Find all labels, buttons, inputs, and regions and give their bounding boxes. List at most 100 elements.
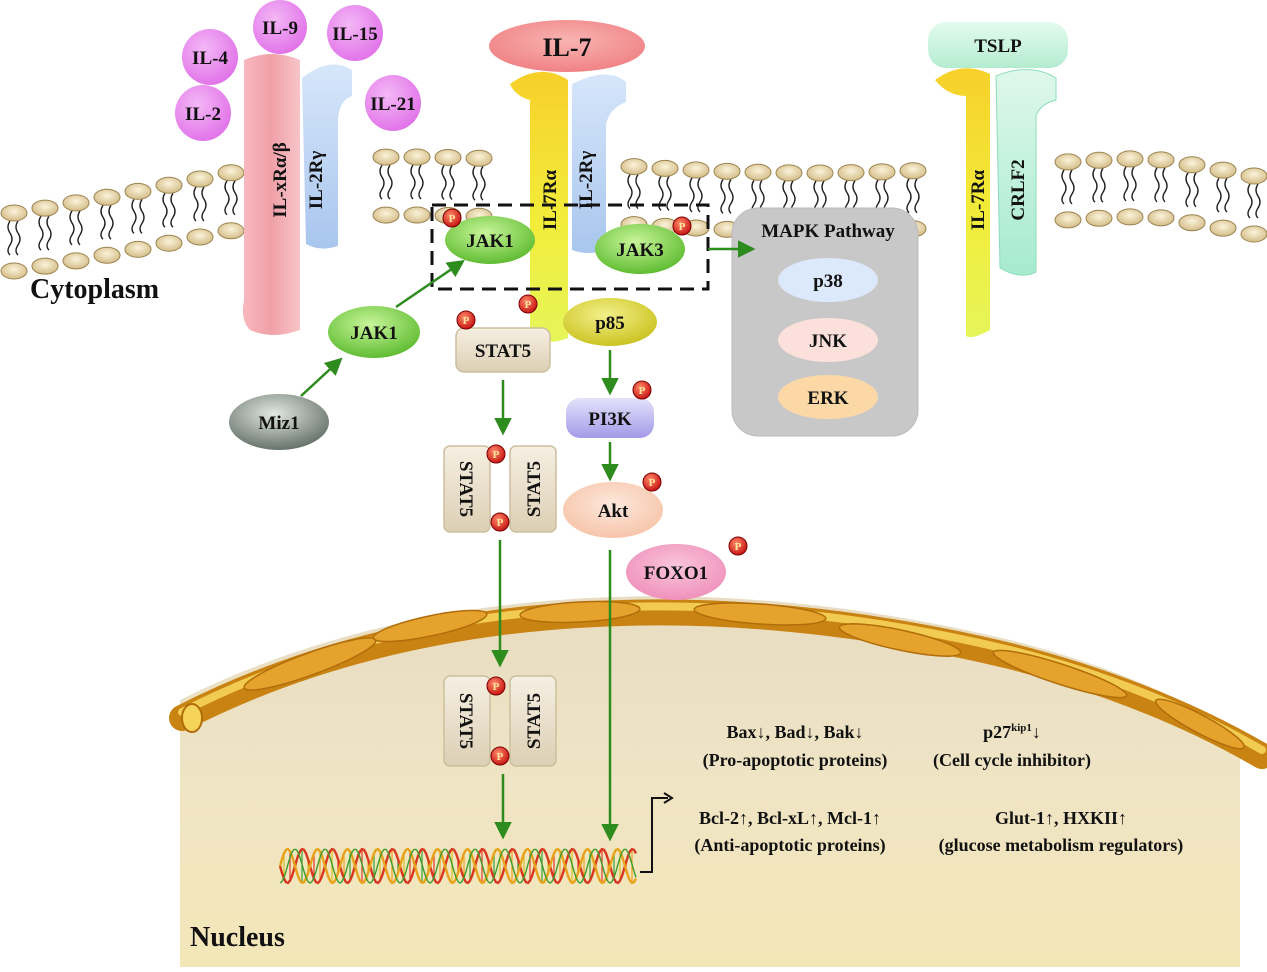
phospho-badges: P P P P P P P P P P P	[442, 208, 748, 766]
p27-arrow: ↓	[1032, 722, 1041, 742]
glucose-targets: Glut-1↑, HXKII↑ (glucose metabolism regu…	[939, 808, 1184, 856]
receptor-label-il2-rgamma-center: IL-2Rγ	[576, 151, 597, 210]
lipid-unit	[1054, 153, 1082, 229]
mapk-p38-label: p38	[813, 271, 843, 292]
p27-base: p27	[983, 722, 1011, 742]
phospho-label: P	[649, 477, 656, 489]
mapk-jnk-label: JNK	[809, 331, 847, 352]
cytokine-il4: IL-4	[182, 29, 238, 85]
jak3-complex-label: JAK3	[616, 240, 664, 261]
lipid-unit	[1209, 161, 1237, 237]
p27-gene: p27kip1↓	[983, 722, 1041, 742]
phospho-label: P	[639, 385, 646, 397]
cytokine-label-tslp: TSLP	[974, 36, 1022, 57]
lipid-unit	[31, 199, 59, 275]
anti-apoptotic-genes: Bcl-2↑, Bcl-xL↑, Mcl-1↑	[699, 808, 881, 828]
nucleus-region	[169, 596, 1267, 967]
cytokine-tslp: TSLP	[928, 22, 1068, 68]
stat5-dimer-nuc-left-label: STAT5	[455, 693, 476, 749]
akt-label: Akt	[598, 501, 629, 522]
p85-label: p85	[595, 313, 625, 334]
lipid-unit	[1147, 151, 1175, 227]
lipid-unit	[403, 148, 431, 224]
mapk-erk-label: ERK	[807, 388, 848, 409]
lipid-unit	[124, 182, 152, 258]
cytokine-label-il9: IL-9	[262, 18, 298, 39]
lipid-unit	[1240, 167, 1267, 243]
receptor-il2-rgamma-left: IL-2Rγ	[302, 64, 352, 249]
cytokine-label-il4: IL-4	[192, 48, 228, 69]
lipid-unit	[62, 194, 90, 270]
transcription-arrow	[640, 792, 674, 873]
stat5-dimer-nucleus: STAT5 STAT5	[443, 675, 557, 767]
receptor-label-il7-ralpha-right: IL-7Rα	[968, 170, 989, 231]
anti-apoptotic-targets: Bcl-2↑, Bcl-xL↑, Mcl-1↑ (Anti-apoptotic …	[694, 808, 885, 856]
p85: p85	[563, 298, 657, 346]
phospho-label: P	[525, 299, 532, 311]
lipid-unit	[1178, 156, 1206, 232]
cytokine-label-il7: IL-7	[542, 33, 591, 62]
receptor-crlf2: CRLF2	[995, 68, 1057, 276]
akt: Akt	[563, 482, 663, 538]
pro-apoptotic-targets: Bax↓, Bad↓, Bak↓ (Pro-apoptotic proteins…	[703, 722, 888, 771]
signal-arrows	[300, 240, 756, 842]
phospho-badge: P	[672, 216, 692, 236]
lipid-unit	[93, 188, 121, 264]
pi3k: PI3K	[566, 398, 654, 438]
mapk-erk: ERK	[778, 375, 878, 419]
jak1-complex: JAK1	[445, 216, 535, 264]
pi3k-label: PI3K	[588, 409, 632, 430]
cytokine-label-il21: IL-21	[370, 94, 415, 115]
phospho-badge: P	[486, 676, 506, 696]
foxo1-label: FOXO1	[644, 563, 708, 584]
mapk-p38: p38	[778, 258, 878, 302]
cytokine-label-il15: IL-15	[332, 24, 377, 45]
lipid-unit	[155, 176, 183, 252]
pro-apoptotic-desc: (Pro-apoptotic proteins)	[703, 750, 888, 771]
receptor-il7-ralpha-right: IL-7Rα	[935, 68, 990, 338]
phospho-label: P	[449, 213, 456, 225]
phospho-label: P	[679, 221, 686, 233]
receptor-label-crlf2: CRLF2	[1008, 159, 1029, 220]
foxo1: FOXO1	[626, 544, 726, 600]
receptor-label-il7-ralpha-center: IL-7Rα	[540, 170, 561, 231]
cell-cycle-targets: p27kip1↓ (Cell cycle inhibitor)	[933, 722, 1091, 771]
lipid-unit	[186, 170, 214, 246]
cytokine-il2: IL-2	[175, 85, 231, 141]
phospho-badge: P	[456, 310, 476, 330]
nucleus-label: Nucleus	[190, 922, 285, 953]
phospho-label: P	[493, 681, 500, 693]
phospho-badge: P	[728, 536, 748, 556]
phospho-label: P	[463, 315, 470, 327]
pro-apoptotic-genes: Bax↓, Bad↓, Bak↓	[726, 722, 863, 742]
phospho-badge: P	[632, 380, 652, 400]
receptor-complex-box	[430, 203, 710, 291]
dna-strand-c	[279, 848, 637, 884]
jak1-free: JAK1	[328, 306, 420, 358]
jak1-free-label: JAK1	[350, 323, 398, 344]
receptor-il-x-ralpha-beta: IL-xRα/β	[242, 54, 300, 335]
cell-cycle-desc: (Cell cycle inhibitor)	[933, 750, 1091, 771]
receptor-il7-ralpha-center: IL-7Rα	[510, 71, 568, 343]
phospho-badge: P	[490, 746, 510, 766]
lipid-unit	[0, 204, 28, 280]
phospho-label: P	[493, 449, 500, 461]
phospho-label: P	[497, 751, 504, 763]
jak3-complex: JAK3	[595, 224, 685, 274]
stat5-single-label: STAT5	[475, 341, 531, 362]
stat5-dimer-nuc-right-label: STAT5	[524, 693, 545, 749]
receptor-label-il2-rgamma-left: IL-2Rγ	[306, 151, 327, 210]
phospho-badge: P	[518, 294, 538, 314]
phospho-label: P	[497, 517, 504, 529]
jak1-complex-label: JAK1	[466, 231, 514, 252]
dna-strand-b	[278, 847, 638, 885]
arrow-jak1-to-complex	[395, 260, 465, 309]
glucose-genes: Glut-1↑, HXKII↑	[995, 808, 1127, 828]
cytokine-label-il2: IL-2	[185, 104, 221, 125]
lipid-unit	[465, 149, 493, 225]
lipid-unit	[217, 164, 245, 240]
p27-sup: kip1	[1011, 722, 1032, 734]
cytokine-il9: IL-9	[253, 0, 307, 54]
miz1-label: Miz1	[258, 413, 299, 434]
